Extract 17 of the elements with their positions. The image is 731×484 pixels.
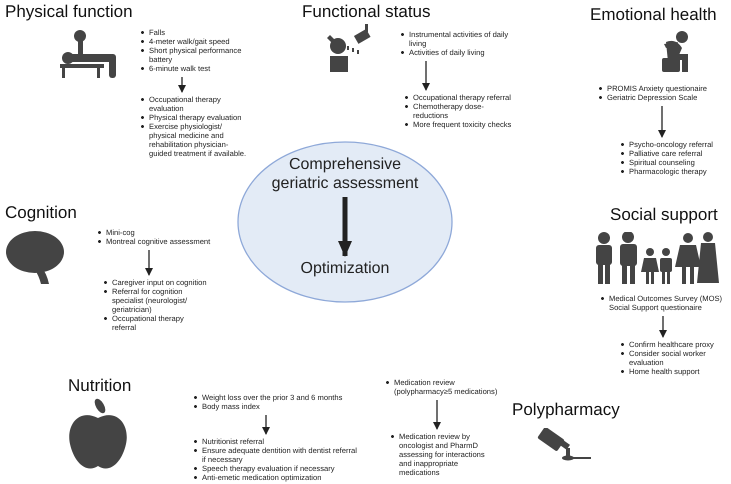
section-heading: Nutrition [68,376,132,396]
arrow [145,250,153,276]
heading-text: Comprehensive geriatric assessment [270,155,420,193]
arrow [262,415,270,435]
arrow [658,106,666,138]
arrow [659,316,667,338]
arrow [422,61,430,91]
section-heading: Polypharmacy [512,400,620,420]
section-heading: Emotional health [590,5,717,25]
section-heading: Physical function [5,2,133,22]
arrow [178,77,186,93]
heading-text: Optimization [270,259,420,278]
section-heading: Social support [610,205,718,225]
arrow [433,400,441,430]
arrow [338,197,352,257]
section-heading: Cognition [5,203,77,223]
section-heading: Functional status [302,2,431,22]
